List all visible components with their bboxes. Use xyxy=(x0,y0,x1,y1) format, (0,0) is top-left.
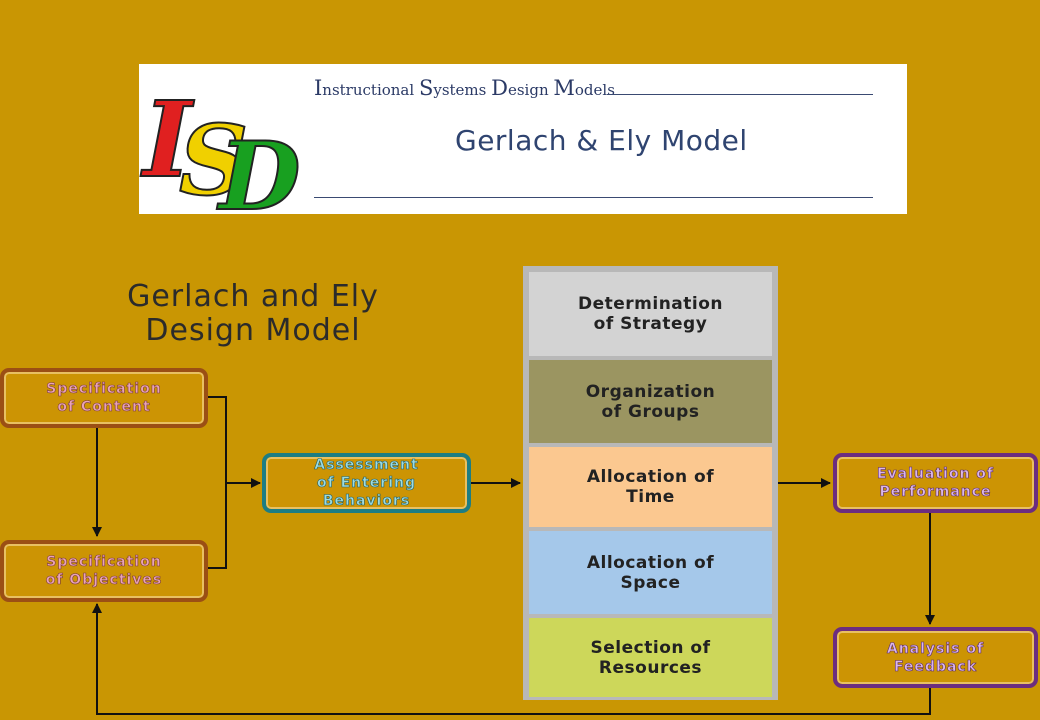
stack-cell-organization-of-groups: Organization of Groups xyxy=(529,360,772,443)
banner: I S D Instructional Systems Design Model… xyxy=(139,64,907,214)
series-title-part-4: odels xyxy=(574,81,615,99)
stack-cell-allocation-of-space: Allocation of Space xyxy=(529,531,772,614)
banner-model-title: Gerlach & Ely Model xyxy=(455,124,748,157)
bracket-left-boxes xyxy=(208,396,227,569)
series-title-cap-2: S xyxy=(418,76,434,100)
banner-bottom-rule xyxy=(314,197,873,198)
series-title-part-1: nstructional xyxy=(322,81,419,99)
stack-cell-allocation-of-time: Allocation of Time xyxy=(529,447,772,527)
isd-logo: I S D xyxy=(139,77,302,214)
stack-cell-selection-of-resources: Selection of Resources xyxy=(529,618,772,697)
series-title: Instructional Systems Design Models xyxy=(314,76,615,100)
logo-letter-i: I xyxy=(140,78,195,201)
series-title-part-2: ystems xyxy=(433,81,492,99)
evaluation-of-performance-box: Evaluation of Performance xyxy=(833,453,1038,513)
feedback-loop-arrow xyxy=(92,603,931,715)
logo-letter-s: S xyxy=(179,104,248,214)
specification-of-objectives-box: Specification of Objectives xyxy=(0,540,208,602)
diagram-title: Gerlach and Ely Design Model xyxy=(127,279,379,348)
series-title-cap-1: I xyxy=(314,76,323,100)
specification-of-content-box: Specification of Content xyxy=(0,368,208,428)
logo-letter-d: D xyxy=(216,122,301,214)
series-title-cap-4: M xyxy=(553,76,575,100)
series-title-part-3: esign xyxy=(507,81,554,99)
assessment-of-entering-behaviors-box: Assessment of Entering Behaviors xyxy=(262,453,471,513)
series-title-cap-3: D xyxy=(491,76,508,100)
analysis-of-feedback-box: Analysis of Feedback xyxy=(833,627,1038,688)
stack-cell-determination-of-strategy: Determination of Strategy xyxy=(529,272,772,356)
strategy-stack: Determination of Strategy Organization o… xyxy=(523,266,778,700)
banner-top-rule xyxy=(607,94,873,95)
